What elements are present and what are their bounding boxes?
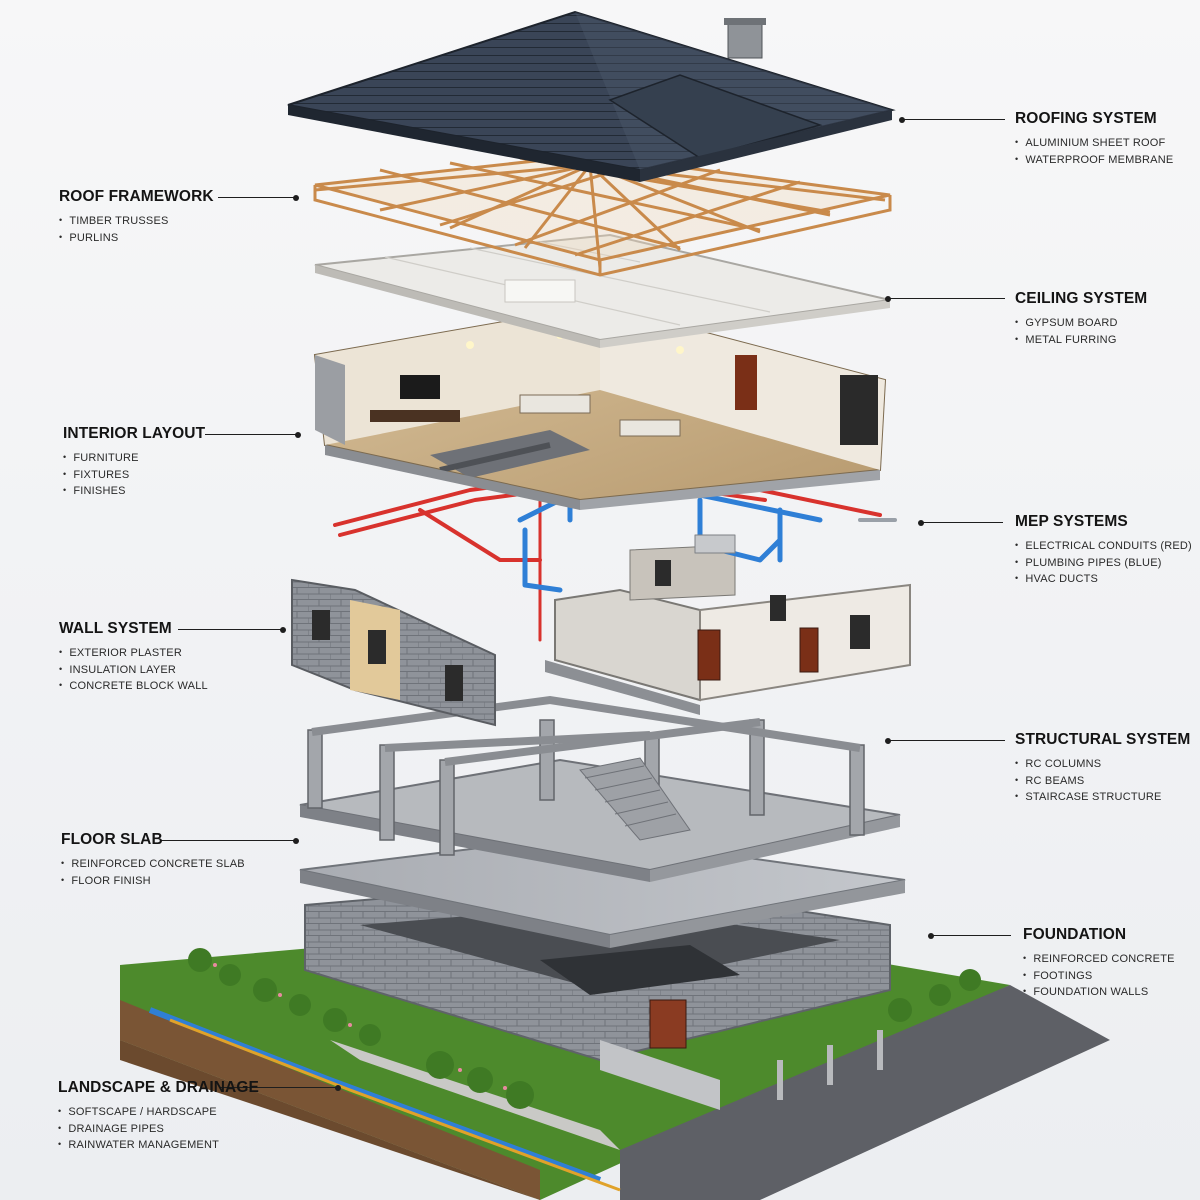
leader-mep-systems (918, 518, 1003, 528)
callout-item: STAIRCASE STRUCTURE (1015, 789, 1200, 806)
callout-item: FLOOR FINISH (61, 873, 311, 890)
callout-item: CONCRETE BLOCK WALL (59, 678, 309, 695)
callout-foundation: FOUNDATION REINFORCED CONCRETE FOOTINGS … (1023, 926, 1200, 1001)
leader-interior-layout (205, 430, 301, 440)
leader-foundation (928, 931, 1011, 941)
leader-wall-system (178, 625, 286, 635)
callout-title: ROOF FRAMEWORK (59, 188, 214, 205)
callout-mep-systems: MEP SYSTEMS ELECTRICAL CONDUITS (RED) PL… (1015, 513, 1200, 588)
callout-title: STRUCTURAL SYSTEM (1015, 731, 1191, 748)
callout-item: DRAINAGE PIPES (58, 1121, 308, 1138)
callout-floor-slab: FLOOR SLAB REINFORCED CONCRETE SLAB FLOO… (61, 831, 311, 889)
callout-item: RAINWATER MANAGEMENT (58, 1137, 308, 1154)
callout-title: FOUNDATION (1023, 926, 1127, 943)
interior-layout-layer (313, 303, 887, 510)
ceiling-layer (314, 233, 891, 348)
callout-title: ROOFING SYSTEM (1015, 110, 1157, 127)
leader-floor-slab (160, 836, 299, 846)
callout-item: RC BEAMS (1015, 773, 1200, 790)
callout-item: RC COLUMNS (1015, 756, 1200, 773)
callout-item: EXTERIOR PLASTER (59, 645, 309, 662)
leader-landscape (220, 1083, 341, 1093)
leader-ceiling-system (885, 294, 1005, 304)
callout-roofing-system: ROOFING SYSTEM ALUMINIUM SHEET ROOF WATE… (1015, 110, 1200, 168)
callout-title: MEP SYSTEMS (1015, 513, 1128, 530)
callout-title: CEILING SYSTEM (1015, 290, 1148, 307)
callout-roof-framework: ROOF FRAMEWORK TIMBER TRUSSES PURLINS (59, 188, 309, 246)
callout-item: ELECTRICAL CONDUITS (RED) (1015, 538, 1200, 555)
callout-item: WATERPROOF MEMBRANE (1015, 152, 1200, 169)
callout-landscape-drainage: LANDSCAPE & DRAINAGE SOFTSCAPE / HARDSCA… (58, 1079, 308, 1154)
roof-layer (287, 10, 896, 182)
callout-title: INTERIOR LAYOUT (63, 425, 206, 442)
callout-item: PURLINS (59, 230, 309, 247)
callout-item: FOOTINGS (1023, 968, 1200, 985)
callout-title: FLOOR SLAB (61, 831, 163, 848)
callout-ceiling-system: CEILING SYSTEM GYPSUM BOARD METAL FURRIN… (1015, 290, 1200, 348)
callout-item: FOUNDATION WALLS (1023, 984, 1200, 1001)
callout-item: TIMBER TRUSSES (59, 213, 309, 230)
callout-item: FINISHES (63, 483, 313, 500)
floor-slab-layer (299, 833, 906, 948)
callout-item: GYPSUM BOARD (1015, 315, 1200, 332)
callout-item: ALUMINIUM SHEET ROOF (1015, 135, 1200, 152)
callout-item: METAL FURRING (1015, 332, 1200, 349)
callout-structural-system: STRUCTURAL SYSTEM RC COLUMNS RC BEAMS ST… (1015, 731, 1200, 806)
callout-item: REINFORCED CONCRETE SLAB (61, 856, 311, 873)
callout-item: HVAC DUCTS (1015, 571, 1200, 588)
leader-roof-framework (218, 193, 299, 203)
leader-roofing-system (899, 115, 1005, 125)
callout-item: SOFTSCAPE / HARDSCAPE (58, 1104, 308, 1121)
callout-item: PLUMBING PIPES (BLUE) (1015, 555, 1200, 572)
leader-structural-system (885, 736, 1005, 746)
callout-item: INSULATION LAYER (59, 662, 309, 679)
callout-item: REINFORCED CONCRETE (1023, 951, 1200, 968)
callout-item: FIXTURES (63, 467, 313, 484)
callout-title: WALL SYSTEM (59, 620, 172, 637)
wall-system-layer (291, 544, 911, 727)
callout-item: FURNITURE (63, 450, 313, 467)
callout-title: LANDSCAPE & DRAINAGE (58, 1079, 259, 1096)
structural-frame-layer (299, 695, 901, 882)
callout-wall-system: WALL SYSTEM EXTERIOR PLASTER INSULATION … (59, 620, 309, 695)
callout-interior-layout: INTERIOR LAYOUT FURNITURE FIXTURES FINIS… (63, 425, 313, 500)
